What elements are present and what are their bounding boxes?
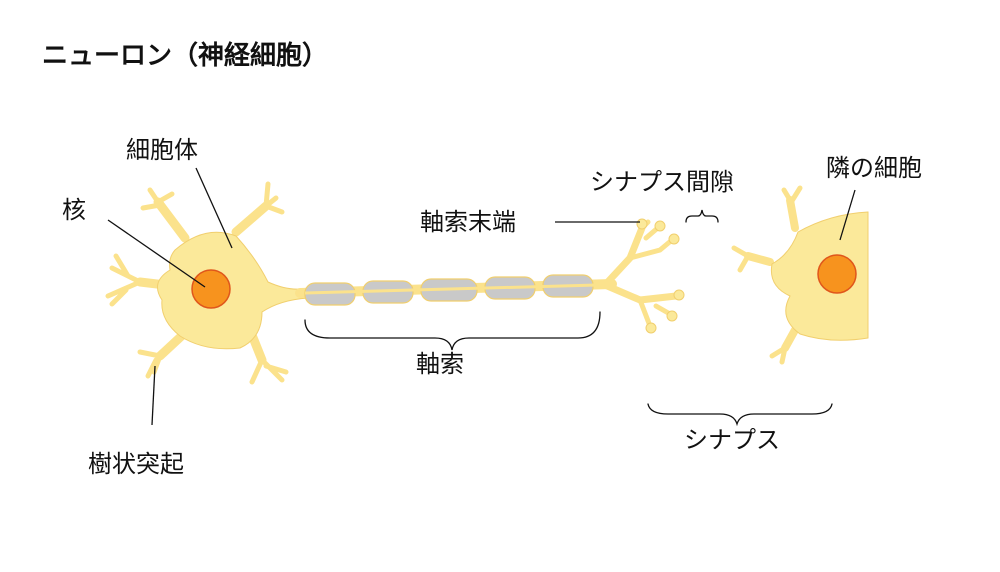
axon-core-line (304, 283, 598, 295)
synaptic-cleft-brace (685, 209, 719, 223)
adjacent-cell-leader-line (839, 189, 856, 241)
nucleus-leader-line (107, 219, 206, 288)
nucleus-shape (191, 269, 231, 309)
adjacent-neuron (731, 185, 869, 365)
axon-terminals (601, 218, 685, 334)
neuron (105, 181, 685, 385)
dendrite-label: 樹状突起 (88, 450, 184, 478)
annotations (107, 167, 856, 427)
axon-terminal-label: 軸索末端 (420, 208, 516, 236)
dendrite-leader-line (151, 365, 156, 426)
synaptic-cleft-label: シナプス間隙 (590, 168, 734, 196)
terminal-bouton (636, 218, 648, 230)
terminal-bouton (673, 289, 685, 301)
soma-leader-line (195, 167, 233, 249)
axon-brace (304, 311, 601, 351)
soma-label: 細胞体 (126, 136, 198, 164)
terminal-bouton (645, 322, 657, 334)
synapse-label: シナプス (684, 426, 780, 454)
terminal-bouton (668, 233, 680, 245)
axon-label: 軸索 (416, 350, 464, 378)
adjacent-cell-label: 隣の細胞 (826, 154, 922, 182)
dendrites (105, 181, 289, 385)
synapse-brace (647, 403, 833, 427)
adjacent-nucleus-shape (817, 254, 857, 294)
terminal-bouton (654, 220, 666, 232)
myelin-sheath (304, 282, 356, 306)
soma-shape (157, 231, 309, 350)
terminal-bouton (666, 310, 678, 322)
nucleus-label: 核 (62, 196, 86, 224)
diagram-title: ニューロン（神経細胞） (42, 40, 328, 71)
myelin-sheaths (304, 274, 598, 306)
